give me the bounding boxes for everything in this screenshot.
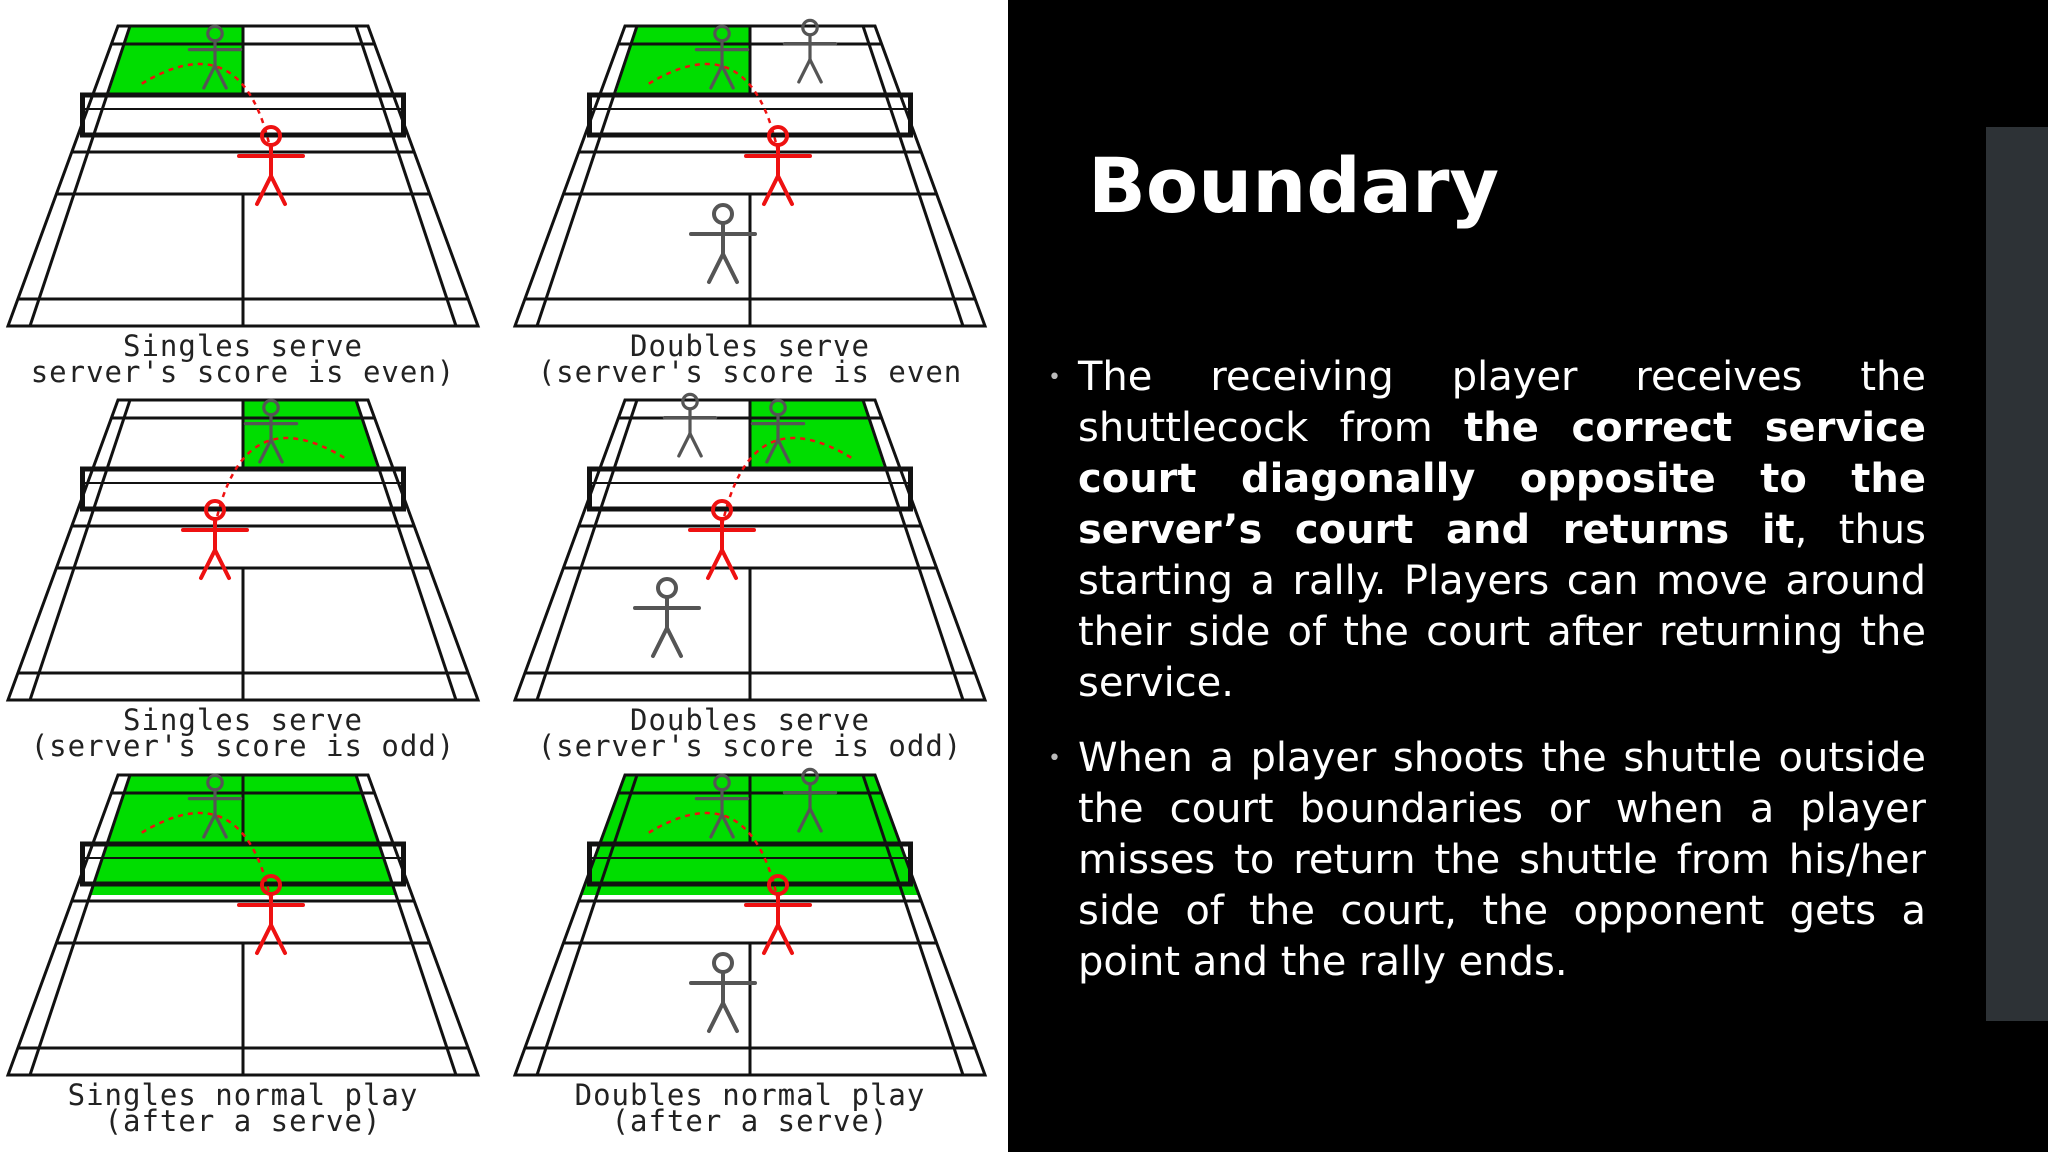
court-label-subtitle: (server's score is even — [538, 355, 963, 389]
bullet-text-part: The receiving player receives the shuttl… — [1078, 354, 1926, 451]
receiver-partner-figure — [782, 767, 838, 833]
shuttle-path — [720, 436, 856, 527]
server-figure — [237, 125, 305, 206]
net — [80, 841, 406, 887]
court-outline — [512, 398, 988, 702]
server-figure — [688, 499, 756, 580]
court-diagram: Doubles serve(server's score is odd) — [512, 392, 988, 763]
court-diagram: Singles normal play(after a serve) — [5, 773, 481, 1138]
court-label-subtitle: (after a serve) — [612, 1104, 889, 1138]
court-label-subtitle: (server's score is odd) — [31, 729, 456, 763]
bullet-list: • The receiving player receives the shutt… — [1040, 352, 1926, 1012]
net — [80, 466, 406, 512]
receiver-figure — [694, 24, 750, 90]
court-diagram: Doubles serve(server's score is even — [512, 18, 988, 389]
receiver-figure — [243, 398, 299, 464]
court-outline — [5, 24, 481, 328]
server-partner-figure — [689, 203, 757, 284]
receiver-figure — [750, 398, 806, 464]
court-label-subtitle: (after a serve) — [105, 1104, 382, 1138]
court-outline — [512, 24, 988, 328]
shuttle-path — [644, 62, 780, 153]
shuttle-path — [137, 811, 273, 902]
court-diagram: Singles serve(server's score is odd) — [5, 398, 481, 763]
court-label-title: Singles normal play — [68, 1078, 419, 1112]
receiver-figure — [694, 773, 750, 839]
bullet-item: • When a player shoots the shuttle outsid… — [1040, 733, 1926, 988]
bullet-dot-icon: • — [1048, 746, 1061, 771]
server-partner-figure — [633, 577, 701, 658]
net — [587, 92, 913, 138]
server-figure — [181, 499, 249, 580]
net — [587, 841, 913, 887]
bullet-text-part: When a player shoots the shuttle outside… — [1078, 735, 1926, 985]
bullet-text-bold-part: the correct service court diagonally opp… — [1078, 405, 1926, 553]
court-label-title: Doubles serve — [630, 329, 870, 363]
side-accent-bar — [1986, 127, 2048, 1021]
court-label-title: Singles serve — [123, 703, 363, 737]
court-label-title: Singles serve — [123, 329, 363, 363]
court-label-subtitle: (server's score is odd) — [538, 729, 963, 763]
court-label-title: Doubles normal play — [575, 1078, 926, 1112]
court-diagram: Doubles normal play(after a serve) — [512, 767, 988, 1138]
net — [587, 466, 913, 512]
slide-title: Boundary — [1088, 141, 1500, 230]
court-label-subtitle: server's score is even) — [31, 355, 456, 389]
bullet-item: • The receiving player receives the shutt… — [1040, 352, 1926, 709]
shuttle-path — [137, 62, 273, 153]
shuttle-path — [213, 436, 349, 527]
receiver-figure — [187, 24, 243, 90]
bullet-text: The receiving player receives the shuttl… — [1078, 354, 1926, 706]
receiver-figure — [187, 773, 243, 839]
court-label-title: Doubles serve — [630, 703, 870, 737]
bullet-dot-icon: • — [1048, 365, 1061, 390]
court-outline — [5, 398, 481, 702]
bullet-text: When a player shoots the shuttle outside… — [1078, 735, 1926, 985]
net — [80, 92, 406, 138]
server-figure — [744, 125, 812, 206]
shuttle-path — [644, 811, 780, 902]
bullet-text-part: , thus starting a rally. Players can mov… — [1078, 507, 1926, 706]
court-outline — [512, 773, 988, 1077]
court-outline — [5, 773, 481, 1077]
server-figure — [744, 874, 812, 955]
server-partner-figure — [689, 952, 757, 1033]
receiver-partner-figure — [782, 18, 838, 84]
receiver-partner-figure — [662, 392, 718, 458]
server-figure — [237, 874, 305, 955]
